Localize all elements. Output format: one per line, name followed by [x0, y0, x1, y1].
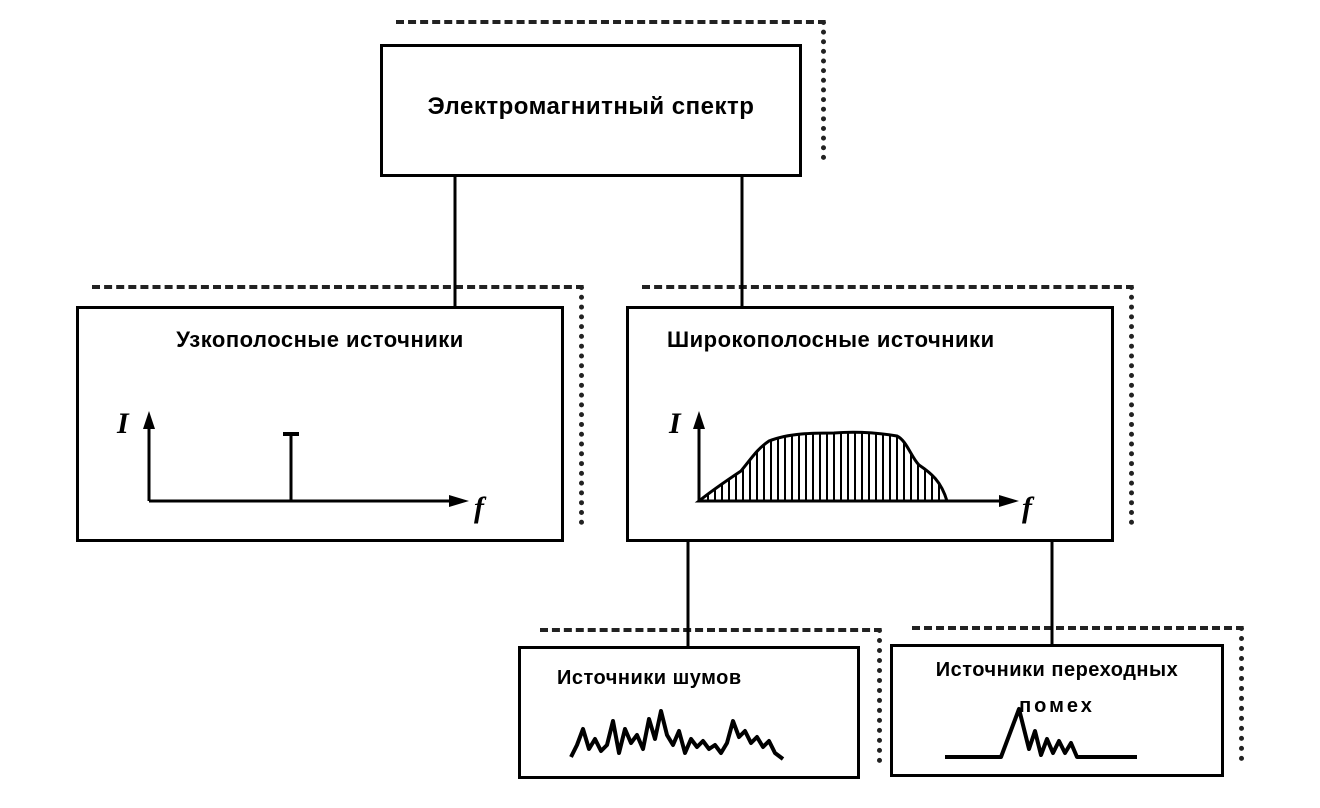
noise-waveform-chart — [569, 709, 785, 761]
narrowband-box-shadow — [92, 285, 584, 525]
broadband-box-shadow — [642, 285, 1134, 525]
transient-title-line2: помех — [1019, 695, 1095, 717]
transient-title-line1: Источники переходных — [935, 659, 1179, 681]
narrowband-y-label: I — [116, 407, 130, 440]
broadband-spectrum-area — [694, 430, 950, 503]
noise-box: Источники шумов — [518, 646, 860, 779]
narrowband-spectrum-chart: I f — [116, 407, 487, 524]
transient-box-shadow — [912, 626, 1244, 761]
broadband-title: Широкополосные источники — [667, 327, 995, 352]
transient-waveform-chart — [945, 707, 1137, 759]
noise-box-shadow — [540, 628, 882, 763]
transient-box: Источники переходных помех — [890, 644, 1224, 777]
broadband-x-arrow — [999, 495, 1019, 507]
broadband-spectrum-chart: I f — [668, 407, 1035, 524]
noise-title: Источники шумов — [557, 667, 742, 689]
narrowband-y-arrow — [143, 411, 155, 429]
noise-waveform — [569, 709, 785, 761]
broadband-box: Широкополосные источники I f — [626, 306, 1114, 542]
root-box-shadow — [396, 20, 826, 160]
broadband-x-label: f — [1022, 491, 1035, 524]
root-box: Электромагнитный спектр — [380, 44, 802, 177]
narrowband-title: Узкополосные источники — [176, 327, 464, 352]
root-title: Электромагнитный спектр — [427, 93, 755, 120]
narrowband-box: Узкополосные источники I f — [76, 306, 564, 542]
narrowband-x-arrow — [449, 495, 469, 507]
broadband-y-arrow — [693, 411, 705, 429]
transient-waveform — [945, 707, 1137, 759]
narrowband-x-label: f — [474, 491, 487, 524]
broadband-y-label: I — [668, 407, 682, 440]
